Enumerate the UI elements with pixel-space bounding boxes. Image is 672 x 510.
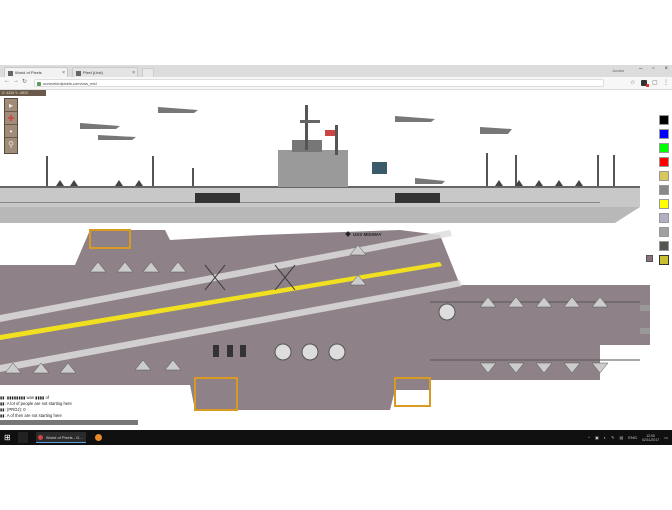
taskbar-app-firefox[interactable] [93,432,102,443]
swatch-gray[interactable] [659,185,669,195]
taskbar: ⊞ World of Pixels - G... ^ ▣ ◐ ✎ ▤ ENG 1… [0,430,672,445]
screen: World of Pixels × Pixel (Link) × Jordan … [0,65,672,445]
browser-tab-strip: World of Pixels × Pixel (Link) × Jordan … [0,65,672,78]
language-indicator[interactable]: ENG [628,435,637,440]
volume-icon[interactable]: ◐ [603,435,607,440]
address-bar: ← → ↻ ourworldofpixels.com/uss_mid ☆ ▢ ⋮ [0,77,672,90]
extension-icon-2[interactable]: ▢ [652,80,658,86]
minimize-icon[interactable]: – [639,66,643,72]
close-tab-icon[interactable]: × [132,70,135,76]
network-icon[interactable]: ▣ [594,435,599,440]
forward-icon[interactable]: → [13,78,19,84]
pin-icon [345,231,351,237]
url-input[interactable]: ourworldofpixels.com/uss_mid [34,79,604,87]
swatch-black[interactable] [659,115,669,125]
chrome-icon [38,435,43,440]
keyboard-icon[interactable]: ▤ [619,435,624,440]
chat-log: ▮▮: ▮▮▮▮▮▮▮▮ was ▮▮▮▮ of ▮▮: A lot of pe… [0,395,140,419]
cursor-icon: ▸ [8,100,13,110]
reload-icon[interactable]: ↻ [22,79,28,85]
chat-input[interactable] [0,420,138,425]
system-tray: ^ ▣ ◐ ✎ ▤ ENG 12:00 02/11/2017 ▭ [588,432,668,443]
notifications-icon[interactable]: ▭ [664,435,668,440]
move-icon: ✚ [7,113,15,123]
chat-message: ▮▮: (PROJ): 0 [0,407,26,412]
tab-world-of-pixels[interactable]: World of Pixels × [4,67,68,77]
swatch-light-gray[interactable] [659,227,669,237]
star-icon[interactable]: ☆ [630,80,636,86]
task-view-button[interactable] [18,432,28,443]
lock-icon [37,82,41,86]
swatch-yellow[interactable] [659,199,669,209]
swatch-lavender-gray[interactable] [659,213,669,223]
favicon-icon [76,71,81,76]
favicon-icon [8,71,13,76]
ship-deck-view [0,229,650,411]
maximize-icon[interactable]: ▫ [652,66,655,72]
tool-box: ▸ ✚ • ⚲ [4,98,18,154]
swatch-red[interactable] [659,157,669,167]
tab-pixel-link[interactable]: Pixel (Link) × [72,67,138,77]
coordinates-bar: X: 4234 Y: -5820 [0,90,46,96]
color-palette [659,115,670,269]
back-icon[interactable]: ← [4,78,10,84]
ship-label: USS MIDWAY [345,231,382,237]
chat-message: ▮▮: A of then are not starting here [0,413,62,418]
firefox-icon [95,434,102,441]
pen-icon[interactable]: ✎ [611,435,615,440]
cursor-tool-button[interactable]: ▸ [5,99,17,112]
pixel-art-canvas [0,105,650,411]
clock[interactable]: 12:00 02/11/2017 [641,433,660,442]
close-tab-icon[interactable]: × [62,70,65,76]
taskbar-app-browser[interactable]: World of Pixels - G... [36,432,86,443]
swatch-blue[interactable] [659,129,669,139]
swatch-olive-selected[interactable] [659,255,669,265]
swatch-green[interactable] [659,143,669,153]
swatch-khaki[interactable] [659,171,669,181]
chevron-up-icon[interactable]: ^ [588,435,590,440]
menu-icon[interactable]: ⋮ [663,80,669,86]
zoom-icon: ⚲ [8,140,14,149]
chat-message: ▮▮: ▮▮▮▮▮▮▮▮ was ▮▮▮▮ of [0,395,50,400]
window-user: Jordan [611,68,624,73]
extension-icon[interactable] [641,80,649,87]
windows-icon: ⊞ [4,433,11,442]
start-button[interactable]: ⊞ [4,432,14,443]
zoom-tool-button[interactable]: ⚲ [5,138,17,151]
close-icon[interactable]: × [664,66,668,72]
swatch-dark-gray[interactable] [659,241,669,251]
pipette-icon: • [9,126,13,136]
game-canvas[interactable]: X: 4234 Y: -5820 ▸ ✚ • ⚲ USS MIDWAY ▮▮: … [0,90,672,430]
ship-side-profile [0,105,640,223]
palette-add-button[interactable] [646,255,653,262]
pipette-tool-button[interactable]: • [5,125,17,138]
chat-message: ▮▮: A lot of people are not starting her… [0,401,72,406]
move-tool-button[interactable]: ✚ [5,112,17,125]
